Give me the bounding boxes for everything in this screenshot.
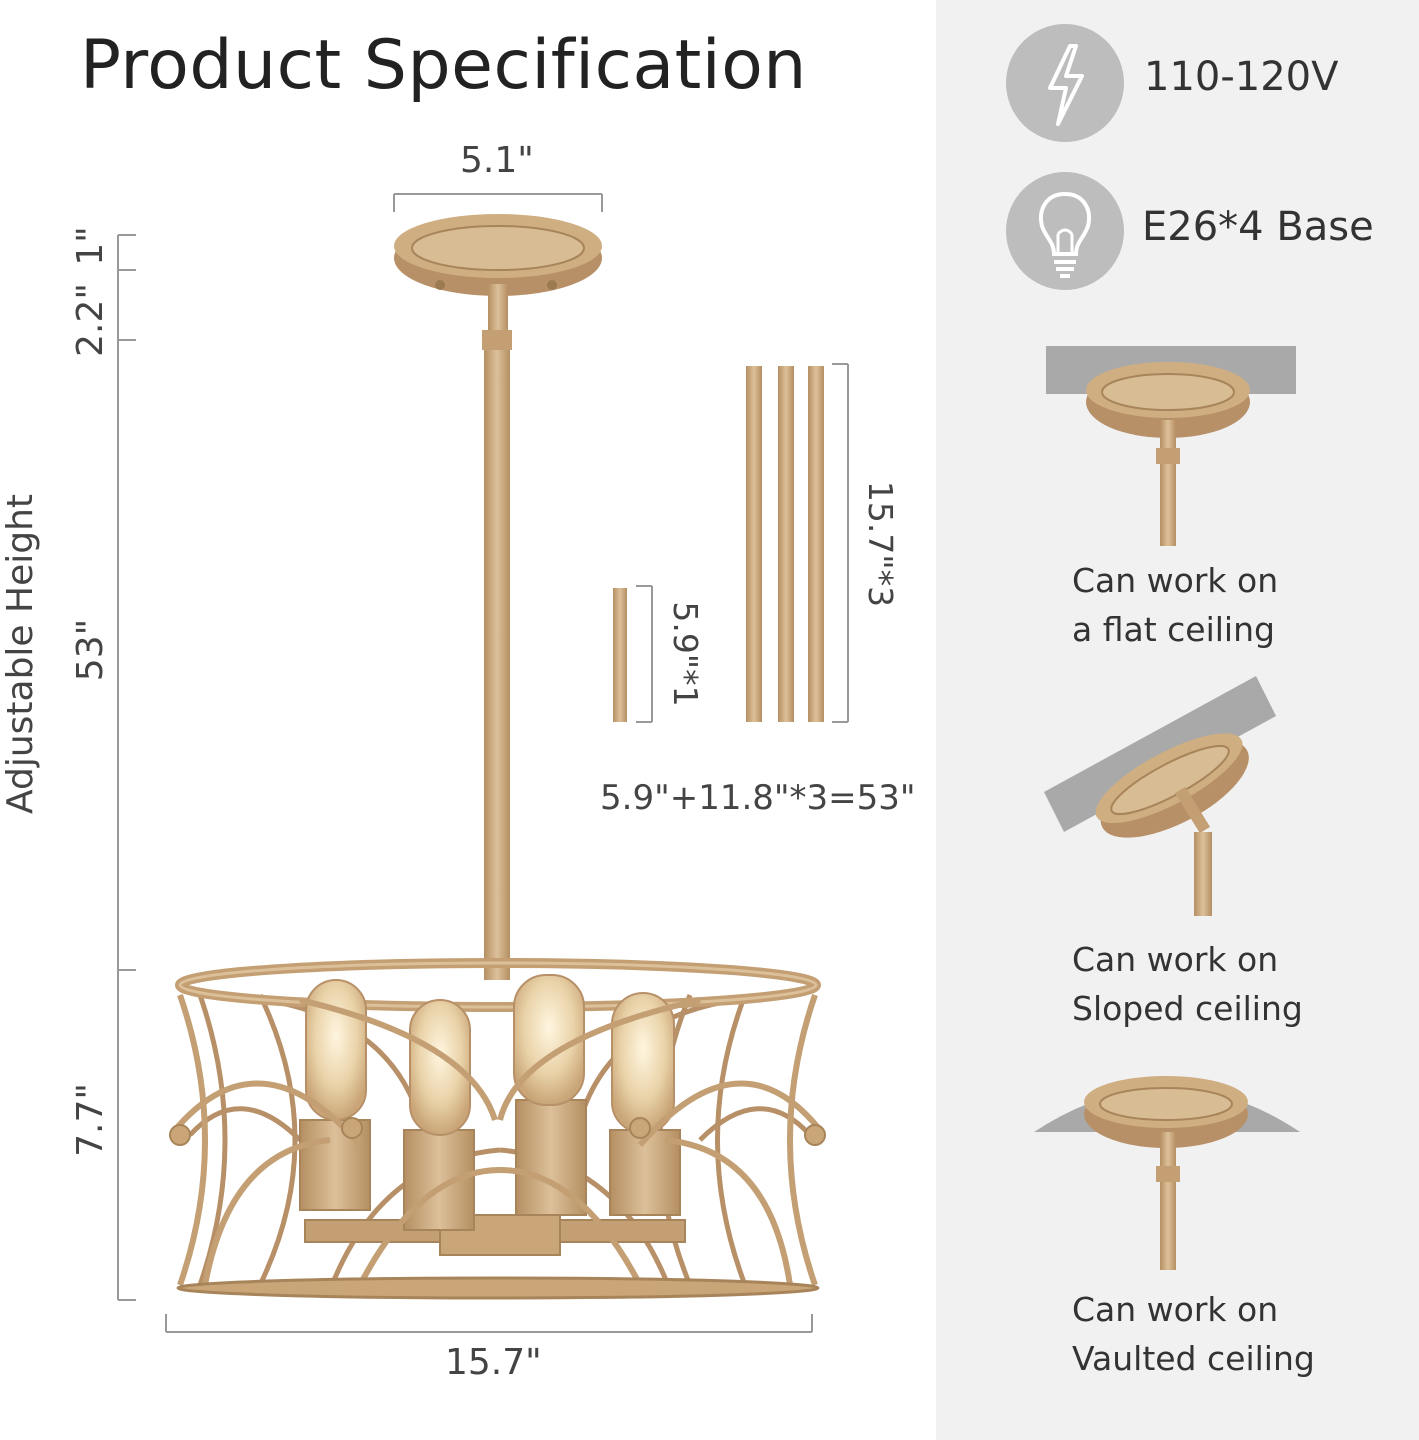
top-gap-label: 1"	[70, 226, 111, 266]
chandelier-illustration	[169, 214, 826, 1300]
voltage-text: 110-120V	[1144, 54, 1339, 100]
sloped-ceiling-illustration	[1044, 676, 1276, 916]
height-dimension-line	[117, 234, 136, 1301]
adjustable-height-label: Adjustable Height	[0, 493, 41, 815]
canopy-width-label: 5.1"	[460, 140, 534, 181]
body-width-dimension	[165, 1314, 813, 1333]
sloped-ceiling-caption: Can work on Sloped ceiling	[1072, 935, 1303, 1033]
lightning-bolt-icon	[1006, 24, 1124, 142]
sloped-ceiling-line1: Can work on	[1072, 940, 1279, 979]
vaulted-ceiling-line2: Vaulted ceiling	[1072, 1339, 1315, 1378]
bulb-right	[609, 992, 681, 1216]
vaulted-ceiling-illustration	[1034, 1076, 1300, 1270]
bulb-center-left	[403, 999, 475, 1231]
base-text: E26*4 Base	[1142, 204, 1374, 250]
canopy-width-dimension	[393, 193, 603, 212]
short-rod-label: 5.9"*1	[666, 601, 705, 707]
vaulted-ceiling-caption: Can work on Vaulted ceiling	[1072, 1285, 1315, 1383]
body-height-label: 7.7"	[70, 1083, 111, 1157]
long-rod-label: 15.7"*3	[861, 480, 900, 608]
flat-ceiling-caption: Can work on a flat ceiling	[1072, 556, 1278, 654]
adjustable-height-value: 53"	[70, 618, 111, 682]
sloped-ceiling-line2: Sloped ceiling	[1072, 989, 1303, 1028]
flat-ceiling-line2: a flat ceiling	[1072, 610, 1275, 649]
light-bulb-icon	[1006, 172, 1124, 290]
body-width-label: 15.7"	[445, 1342, 542, 1383]
flat-ceiling-line1: Can work on	[1072, 561, 1279, 600]
extension-rods	[613, 363, 849, 723]
vaulted-ceiling-line1: Can work on	[1072, 1290, 1279, 1329]
upper-rod-label: 2.2"	[70, 283, 111, 357]
page-title: Product Specification	[80, 26, 807, 105]
rod-formula-label: 5.9"+11.8"*3=53"	[600, 778, 916, 818]
flat-ceiling-illustration	[1046, 346, 1296, 546]
